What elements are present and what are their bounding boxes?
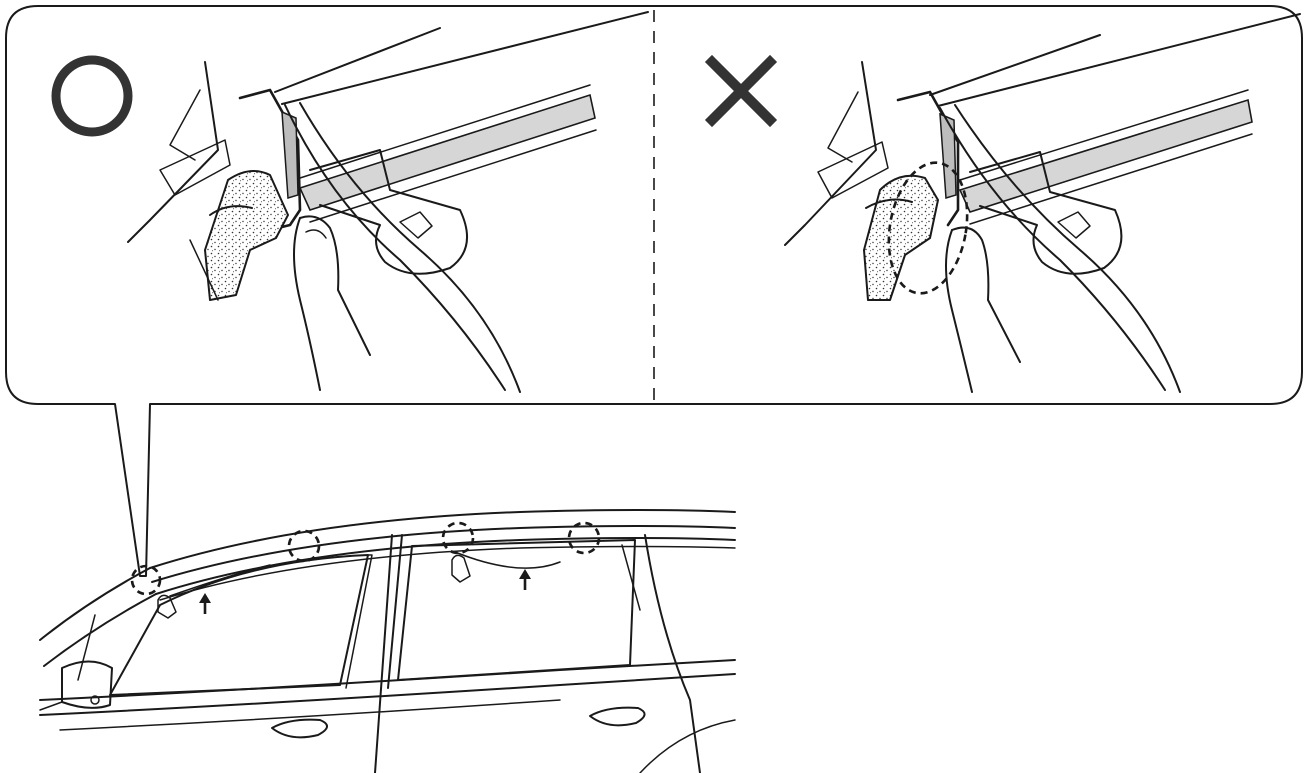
check-point-3: [441, 521, 475, 555]
hand-front: [157, 594, 177, 619]
front-door-handle: [271, 718, 328, 739]
check-point-4: [567, 521, 601, 555]
correct-mark-icon: [51, 55, 133, 137]
hand-rear: [451, 554, 471, 583]
incorrect-mark-icon: [704, 54, 778, 128]
side-mirror: [61, 660, 113, 709]
incorrect-panel: [704, 13, 1301, 393]
check-point-1: [130, 564, 162, 596]
press-arrow-rear: [519, 569, 531, 590]
foam-seal: [204, 170, 289, 301]
correct-panel: [51, 11, 649, 393]
callout-frame: [5, 5, 1303, 577]
rail-strip: [298, 93, 596, 211]
rear-door-handle: [589, 706, 646, 727]
problem-area-marker: [887, 161, 969, 295]
press-arrow-front: [199, 593, 211, 614]
car-side-view: [39, 509, 736, 773]
foam-seal-right: [863, 174, 939, 301]
check-point-2: [287, 529, 321, 563]
rail-strip-right: [958, 98, 1253, 213]
